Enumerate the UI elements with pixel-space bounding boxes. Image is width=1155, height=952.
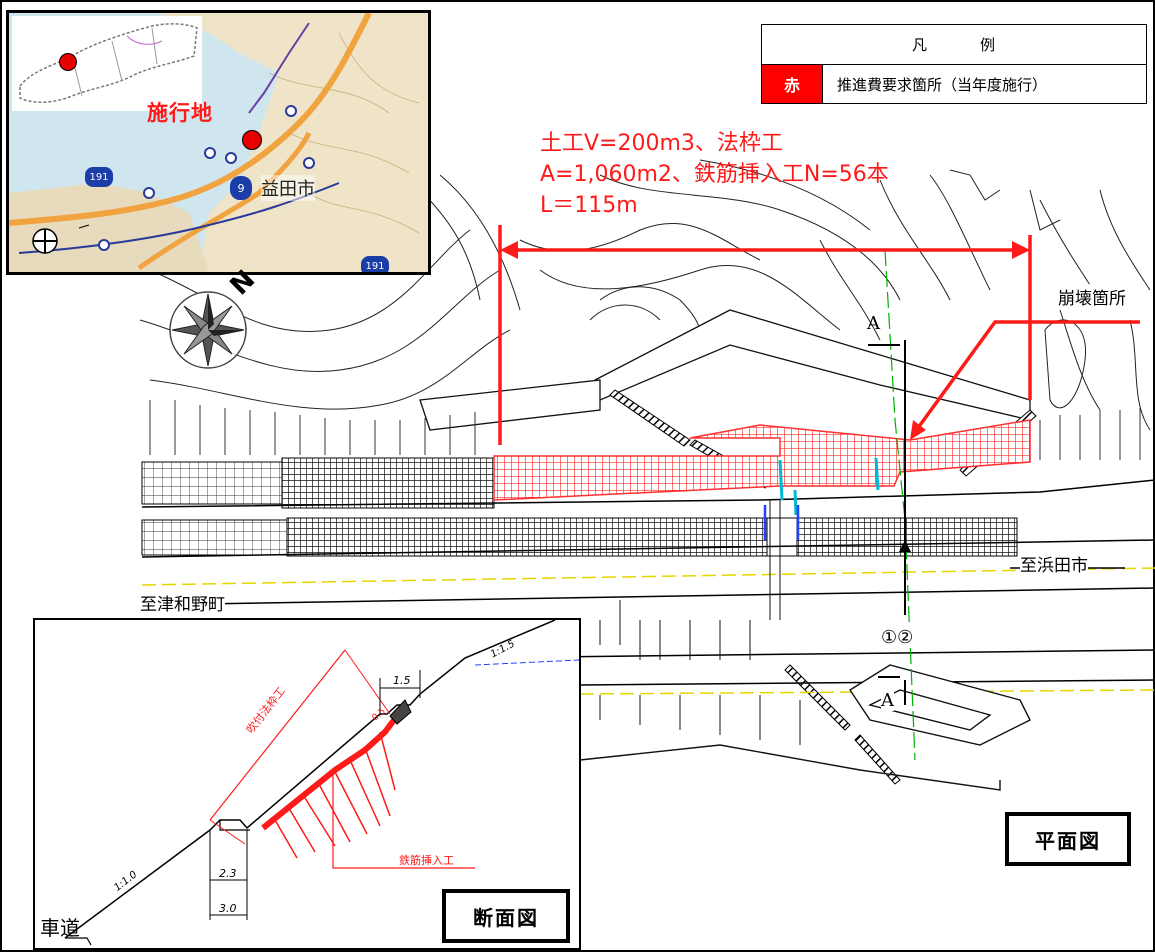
route-shield-191: 191 (85, 167, 113, 187)
site-dot-small (59, 53, 77, 71)
section-title: 断面図 (442, 889, 570, 943)
collapse-label: 崩壊箇所 (1058, 284, 1126, 309)
legend-header-right: 例 (980, 36, 997, 54)
route-shield-191-b: 191 (361, 256, 389, 272)
red-frame-zone (493, 419, 1031, 501)
section-mark-a-bottom: A (881, 690, 894, 711)
prefecture-map (12, 16, 202, 111)
to-tsuwano-label: 至津和野町 (140, 590, 225, 615)
upper-terrace (419, 309, 1031, 431)
dim-mid: 2.3 (219, 867, 237, 880)
section-line-aa (868, 340, 906, 705)
section-numbers: ①② (881, 627, 914, 648)
legend-box: 凡 例 赤 推進費要求箇所（当年度施行） (761, 24, 1147, 104)
plan-title: 平面図 (1005, 812, 1131, 866)
cyan-markers (778, 457, 880, 516)
slope-lines (149, 400, 1141, 460)
annotation-line-1: 土工V=200m3、法枠工 (540, 131, 783, 156)
legend-description: 推進費要求箇所（当年度施行） (837, 75, 1048, 94)
annotation-line-2: A=1,060m2、鉄筋挿入工N=56本 (540, 162, 889, 187)
to-hamada-label: 至浜田市 (1020, 551, 1088, 576)
rebar-label: 鉄筋挿入工 (399, 854, 454, 867)
road-posts (599, 500, 801, 745)
cross-section-panel: 1:1.5 1:1.0 1.5 2.3 3.0 0.5 吹付法枠工 鉄筋挿入工 … (33, 618, 581, 950)
legend-row: 赤 推進費要求箇所（当年度施行） (762, 65, 1146, 103)
road-label: 車道 (40, 916, 80, 940)
annotation-line-3: L＝115m (540, 193, 638, 218)
work-annotation: 土工V=200m3、法枠工 A=1,060m2、鉄筋挿入工N=56本 L＝115… (540, 128, 889, 221)
legend-swatch-red: 赤 (762, 65, 823, 103)
dim-top: 1.5 (393, 674, 411, 687)
legend-header-left: 凡 (911, 36, 928, 54)
blue-markers (763, 505, 800, 540)
route-shield-9: 9 (230, 176, 252, 200)
compass-rose (169, 291, 247, 369)
contour-lines (139, 159, 1151, 431)
lower-terrace (579, 664, 1031, 791)
site-dot-large (242, 130, 262, 150)
road-lines (141, 479, 1155, 686)
collapse-leader (913, 320, 1140, 434)
section-mark-a-top: A (867, 313, 880, 334)
site-label: 施行地 (147, 101, 213, 125)
dim-bottom: 3.0 (219, 902, 237, 915)
legend-header: 凡 例 (762, 25, 1146, 65)
inset-map: 施行地 益田市 191 9 191 (6, 10, 431, 275)
span-arrow (498, 225, 1032, 445)
city-label: 益田市 (261, 175, 315, 201)
